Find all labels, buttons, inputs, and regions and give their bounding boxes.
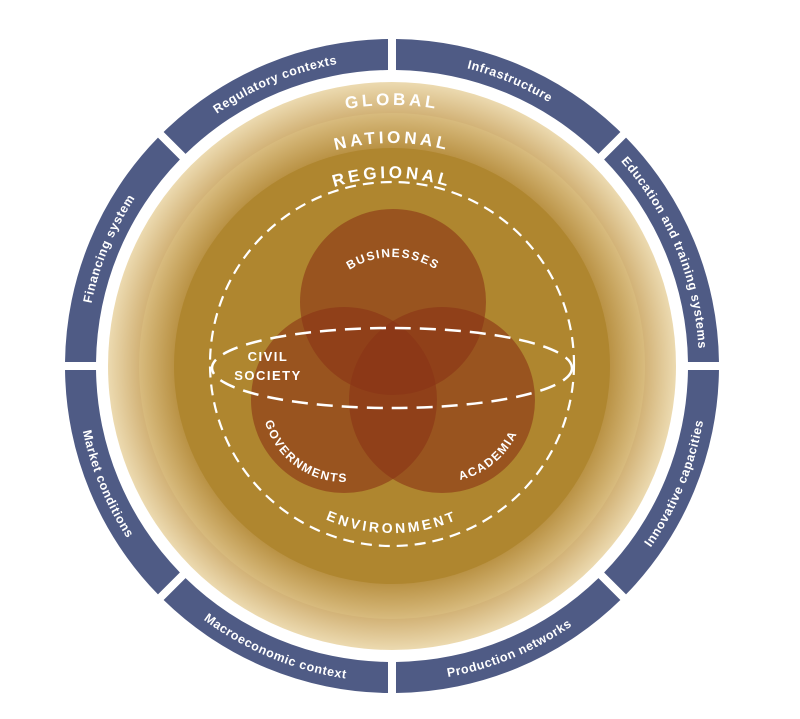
environment-dashed-boundary (208, 180, 576, 548)
context-segment (604, 137, 719, 363)
context-segment (604, 369, 719, 595)
context-segment (65, 137, 180, 363)
global-label: GLOBAL (344, 90, 441, 113)
context-segment (163, 578, 389, 693)
civil-society-label-line1: CIVIL (248, 349, 289, 364)
context-segment (395, 39, 621, 154)
context-segment (65, 369, 180, 595)
context-segment (163, 39, 389, 154)
context-segment (395, 578, 621, 693)
civil-society-label-line2: SOCIETY (234, 368, 302, 383)
academia-circle (349, 307, 535, 493)
venn-diagram (251, 209, 535, 493)
civil-society-dashed-ellipse (210, 326, 574, 410)
